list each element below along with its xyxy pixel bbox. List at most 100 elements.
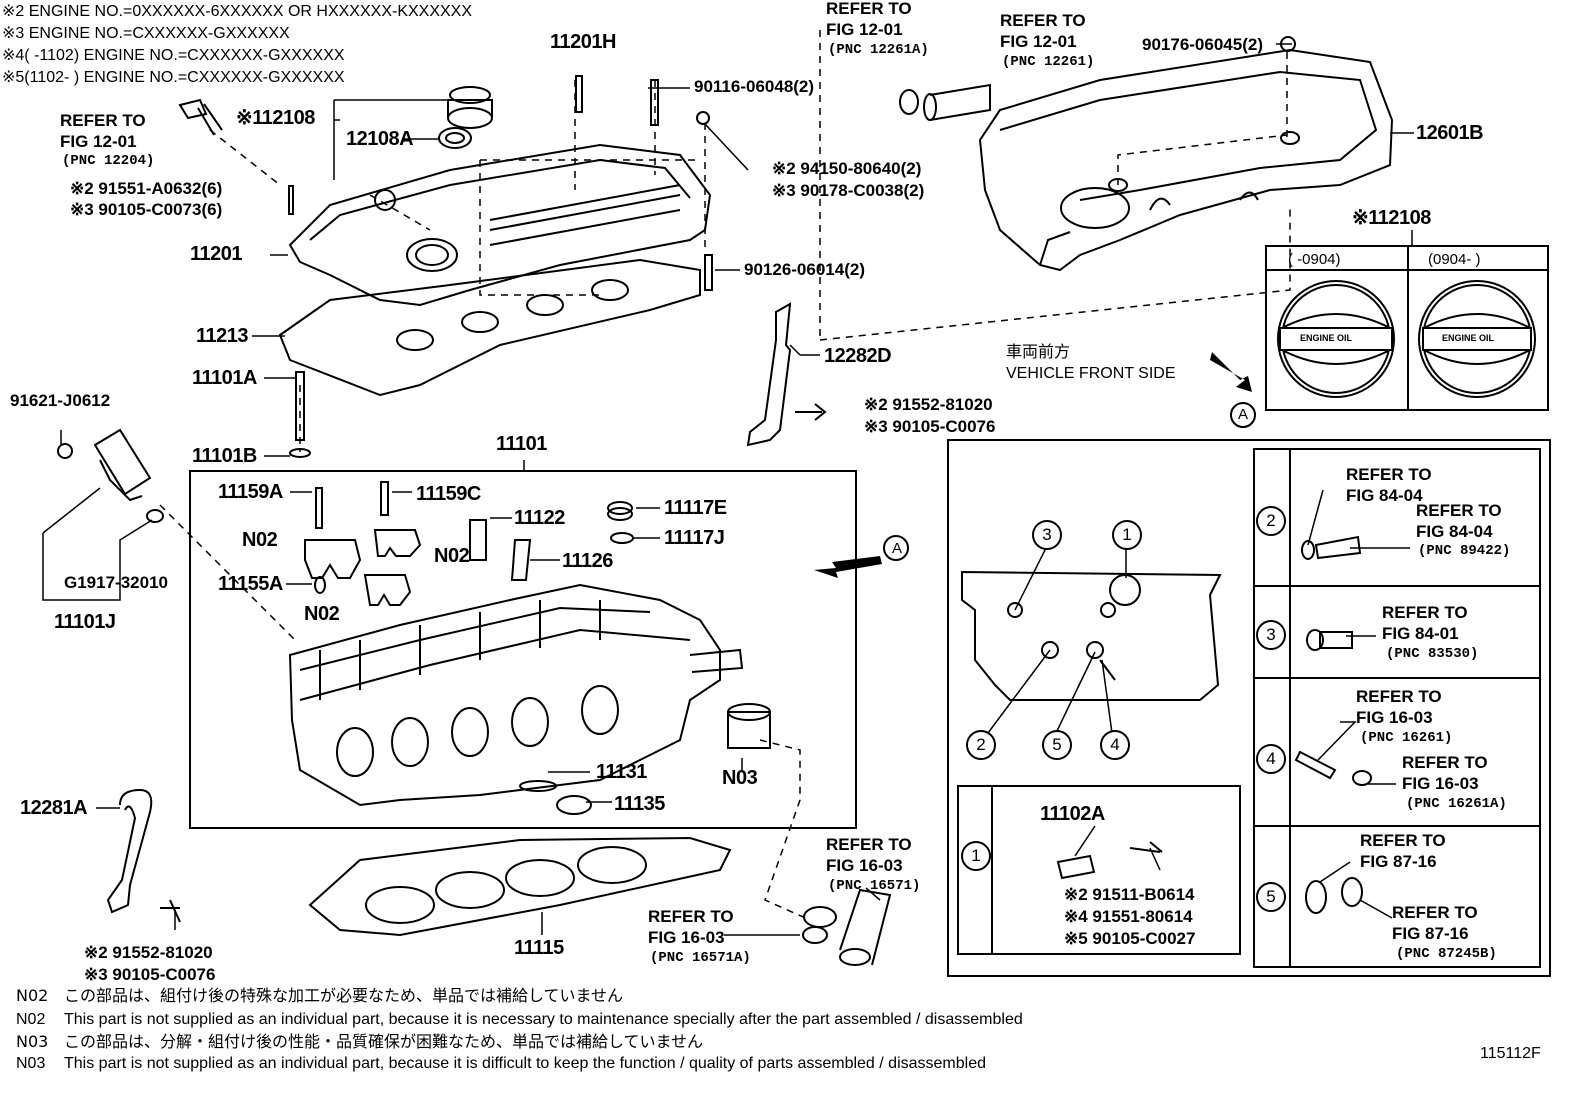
guide-and-plug-drawings xyxy=(469,501,771,815)
part-11117E[interactable]: 11117E xyxy=(664,497,727,519)
part-91551-80614[interactable]: ※4 91551-80614 xyxy=(1064,907,1193,926)
callout-2-block[interactable]: 2 xyxy=(966,730,996,760)
part-11201[interactable]: 11201 xyxy=(190,243,243,265)
detail-4-refer-b-line3: (PNC 16261A) xyxy=(1406,796,1507,812)
part-90176-06045[interactable]: 90176-06045(2) xyxy=(1142,35,1263,54)
detail-2-refer-a-line2[interactable]: FIG 84-04 xyxy=(1346,486,1423,505)
part-12281A[interactable]: 12281A xyxy=(20,797,88,819)
part-11101B[interactable]: 11101B xyxy=(192,445,257,467)
detail-2-refer-b-line3: (PNC 89422) xyxy=(1418,543,1511,559)
detail-sensor-drawings xyxy=(1056,535,1372,914)
refer-3-line3: (PNC 12261) xyxy=(1002,54,1095,70)
part-91621-J0612[interactable]: 91621-J0612 xyxy=(10,391,111,410)
part-11101A[interactable]: 11101A xyxy=(192,367,257,389)
oil-cap-right-drawing xyxy=(1418,280,1536,398)
refer-2-line1: REFER TO xyxy=(826,0,912,18)
callout-a-detail[interactable]: A xyxy=(1230,402,1256,428)
detail-2-refer-b-line1: REFER TO xyxy=(1416,501,1502,520)
callout-a-arrow[interactable]: A xyxy=(891,540,902,557)
callout-1-detail[interactable]: 1 xyxy=(961,841,991,871)
callout-4-block[interactable]: 4 xyxy=(1100,730,1130,760)
vehicle-front-en: VEHICLE FRONT SIDE xyxy=(1006,365,1176,382)
detail-a-block-drawing xyxy=(961,570,1222,701)
part-11102A[interactable]: 11102A xyxy=(1040,803,1105,825)
part-11126[interactable]: 11126 xyxy=(562,550,613,572)
footnote-2-text: This part is not supplied as an individu… xyxy=(64,1011,1023,1028)
refer-5-line2[interactable]: FIG 16-03 xyxy=(648,928,725,947)
part-11213[interactable]: 11213 xyxy=(196,325,249,347)
part-11101[interactable]: 11101 xyxy=(496,433,547,455)
part-11117J[interactable]: 11117J xyxy=(664,527,725,549)
part-11159A[interactable]: 11159A xyxy=(218,481,283,503)
direction-arrows xyxy=(814,352,1252,578)
part-94150-80640[interactable]: ※2 94150-80640(2) xyxy=(772,159,922,178)
detail-5-refer-b-line2[interactable]: FIG 87-16 xyxy=(1392,924,1469,943)
part-91552-81020-b[interactable]: ※2 91552-81020 xyxy=(84,943,213,962)
part-11159C[interactable]: 11159C xyxy=(416,483,481,505)
detail-4-refer-b-line1: REFER TO xyxy=(1402,753,1488,772)
part-90178-C0038[interactable]: ※3 90178-C0038(2) xyxy=(772,181,925,200)
callout-4-detail[interactable]: 4 xyxy=(1256,744,1286,774)
refer-3-line2[interactable]: FIG 12-01 xyxy=(1000,32,1077,51)
part-12108A[interactable]: 12108A xyxy=(346,128,414,150)
callout-3-detail[interactable]: 3 xyxy=(1256,620,1286,650)
cap-right-text: ENGINE OIL xyxy=(1442,333,1495,343)
refer-2-line2[interactable]: FIG 12-01 xyxy=(826,20,903,39)
figure-id: 115112F xyxy=(1480,1045,1541,1062)
part-91551-A0632[interactable]: ※2 91551-A0632(6) xyxy=(70,179,223,198)
callout-5-detail[interactable]: 5 xyxy=(1256,882,1286,912)
gasket-drawing xyxy=(278,258,701,397)
part-90116-06048[interactable]: 90116-06048(2) xyxy=(694,77,815,96)
part-11101J[interactable]: 11101J xyxy=(54,611,116,633)
part-11155A[interactable]: 11155A xyxy=(218,573,283,595)
detail-a-box xyxy=(947,439,1551,977)
detail-3-refer-line1: REFER TO xyxy=(1382,603,1468,622)
vehicle-front-jp: 車両前方 xyxy=(1006,342,1071,361)
cam-cap-drawings xyxy=(304,529,422,606)
leader-lines xyxy=(42,43,1414,936)
footnote-4-text: This part is not supplied as an individu… xyxy=(64,1055,986,1072)
part-11122[interactable]: 11122 xyxy=(514,507,565,529)
part-11115[interactable]: 11115 xyxy=(514,937,564,959)
part-91511-B0614[interactable]: ※2 91511-B0614 xyxy=(1064,885,1195,904)
footnote-1-text: この部品は、組付け後の特殊な加工が必要なため、単品では補給していません xyxy=(64,986,624,1005)
callout-5-block[interactable]: 5 xyxy=(1042,730,1072,760)
part-12282D[interactable]: 12282D xyxy=(824,345,892,367)
part-11131[interactable]: 11131 xyxy=(596,761,647,783)
part-11201H[interactable]: 11201H xyxy=(550,31,616,53)
part-N02-c[interactable]: N02 xyxy=(304,603,340,625)
detail-4-refer-a-line2[interactable]: FIG 16-03 xyxy=(1356,708,1433,727)
detail-3-refer-line2[interactable]: FIG 84-01 xyxy=(1382,624,1459,643)
part-N03[interactable]: N03 xyxy=(722,767,758,789)
refer-4-line2[interactable]: FIG 16-03 xyxy=(826,856,903,875)
part-91552-81020-a[interactable]: ※2 91552-81020 xyxy=(864,395,993,414)
header-note-1: ※2 ENGINE NO.=0XXXXXX-6XXXXXX OR HXXXXXX… xyxy=(2,3,473,20)
refer-1-line2[interactable]: FIG 12-01 xyxy=(60,132,137,151)
part-G1917-32010[interactable]: G1917-32010 xyxy=(64,573,168,592)
part-90105-C0073[interactable]: ※3 90105-C0073(6) xyxy=(70,200,223,219)
part-N02-a[interactable]: N02 xyxy=(242,529,278,551)
detail-4-refer-b-line2[interactable]: FIG 16-03 xyxy=(1402,774,1479,793)
callout-1-block[interactable]: 1 xyxy=(1112,520,1142,550)
part-11135[interactable]: 11135 xyxy=(614,793,665,815)
detail-2-refer-b-line2[interactable]: FIG 84-04 xyxy=(1416,522,1493,541)
callout-3-block[interactable]: 3 xyxy=(1032,520,1062,550)
cylinder-head-drawing xyxy=(288,583,744,807)
callout-2-detail[interactable]: 2 xyxy=(1256,506,1286,536)
part-90105-C0076-a[interactable]: ※3 90105-C0076 xyxy=(864,417,996,436)
part-90105-C0027[interactable]: ※5 90105-C0027 xyxy=(1064,929,1196,948)
head-cover-drawing xyxy=(288,86,712,307)
refer-2-line3: (PNC 12261A) xyxy=(828,42,929,58)
part-12108-detail[interactable]: ※112108 xyxy=(1352,207,1431,229)
part-N02-b[interactable]: N02 xyxy=(434,545,470,567)
part-12108[interactable]: ※112108 xyxy=(236,107,315,129)
part-90105-C0076-b[interactable]: ※3 90105-C0076 xyxy=(84,965,216,984)
part-12601B[interactable]: 12601B xyxy=(1416,122,1484,144)
part-90126-06014[interactable]: 90126-06014(2) xyxy=(744,260,865,279)
header-note-2: ※3 ENGINE NO.=CXXXXXX-GXXXXXX xyxy=(2,25,290,42)
cylinder-head-box xyxy=(189,470,857,829)
refer-1-line3: (PNC 12204) xyxy=(62,153,155,169)
detail-5-refer-a-line2[interactable]: FIG 87-16 xyxy=(1360,852,1437,871)
footnote-2-code: N02 xyxy=(16,1011,46,1028)
